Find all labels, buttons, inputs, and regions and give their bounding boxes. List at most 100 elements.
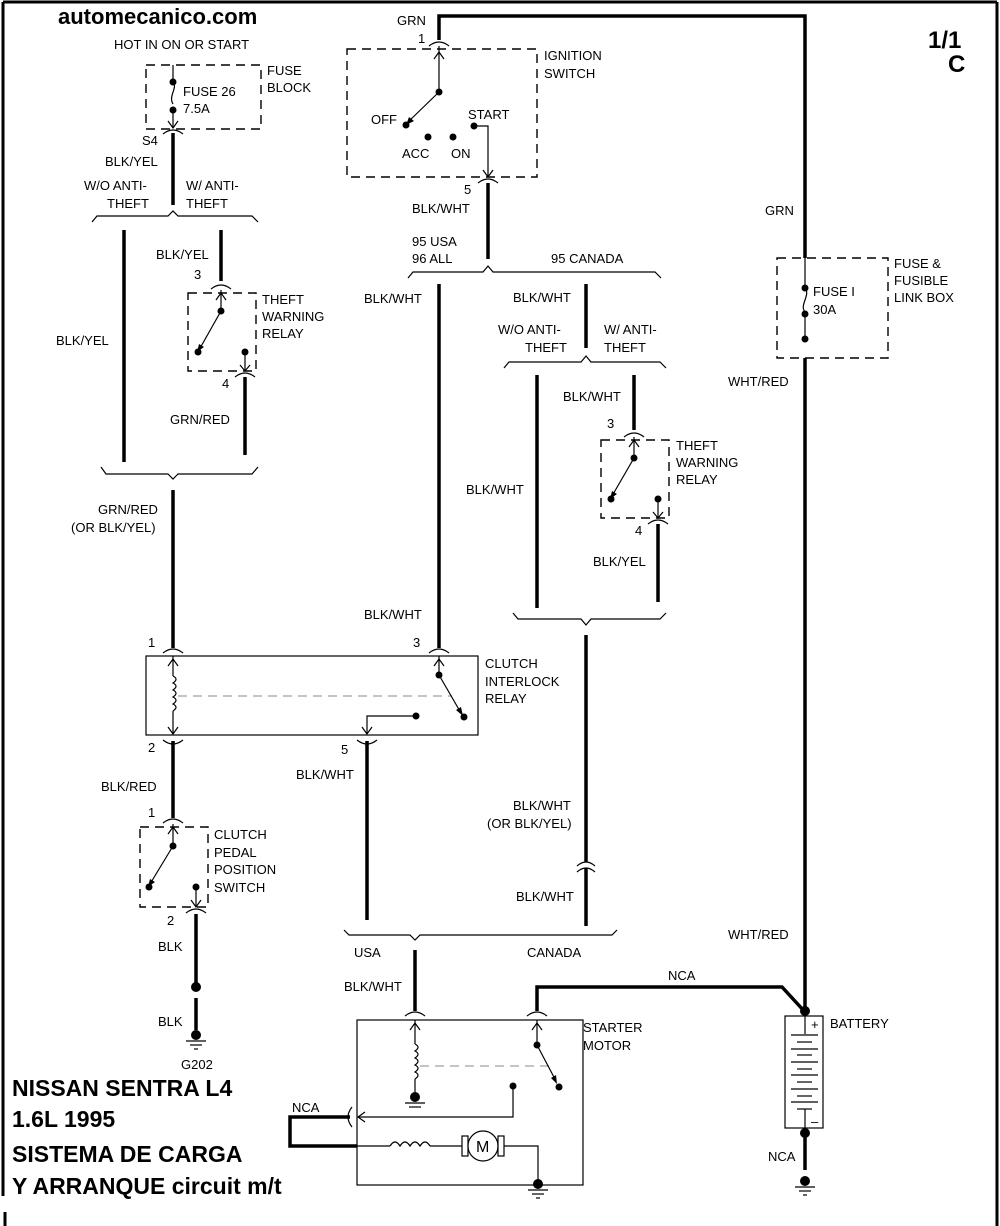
- svg-text:Y ARRANQUE circuit m/t: Y ARRANQUE circuit m/t: [12, 1173, 282, 1199]
- svg-text:BLK/WHT: BLK/WHT: [513, 798, 571, 813]
- svg-text:RELAY: RELAY: [262, 326, 304, 341]
- svg-text:1: 1: [148, 805, 155, 820]
- coil-icon: [413, 1043, 419, 1080]
- fusible-link-box: [776, 257, 889, 359]
- svg-text:BLK/YEL: BLK/YEL: [56, 333, 109, 348]
- splice-point: [191, 982, 201, 992]
- svg-text:7.5A: 7.5A: [183, 101, 210, 116]
- fuse-icon: [802, 287, 808, 313]
- splice-brace: [343, 929, 618, 941]
- svg-text:NCA: NCA: [768, 1149, 796, 1164]
- svg-text:THEFT: THEFT: [107, 196, 149, 211]
- svg-text:BLK/WHT: BLK/WHT: [513, 290, 571, 305]
- svg-text:SISTEMA DE CARGA: SISTEMA DE CARGA: [12, 1141, 242, 1167]
- svg-text:MOTOR: MOTOR: [583, 1038, 631, 1053]
- svg-text:2: 2: [148, 740, 155, 755]
- svg-text:–: –: [811, 1114, 819, 1129]
- svg-text:BLK/WHT: BLK/WHT: [364, 291, 422, 306]
- svg-text:NCA: NCA: [292, 1100, 320, 1115]
- svg-text:3: 3: [413, 635, 420, 650]
- svg-text:1: 1: [148, 635, 155, 650]
- wire-nca: [535, 985, 807, 1014]
- svg-text:3: 3: [194, 267, 201, 282]
- svg-text:WHT/RED: WHT/RED: [728, 374, 789, 389]
- svg-text:W/O ANTI-: W/O ANTI-: [498, 322, 561, 337]
- ignition-switch: [346, 41, 538, 184]
- svg-text:NCA: NCA: [668, 968, 696, 983]
- svg-text:FUSE I: FUSE I: [813, 284, 855, 299]
- svg-text:1.6L 1995: 1.6L 1995: [12, 1106, 115, 1132]
- svg-text:START: START: [468, 107, 509, 122]
- svg-text:CLUTCH: CLUTCH: [214, 827, 267, 842]
- ground-icon: [795, 1176, 815, 1196]
- ground-icon: [186, 1030, 206, 1050]
- wire-nca-loop: [288, 1115, 357, 1148]
- svg-text:3: 3: [607, 416, 614, 431]
- theft-warning-relay-left: [187, 284, 257, 378]
- svg-text:GRN: GRN: [397, 13, 426, 28]
- splice-brace: [512, 612, 667, 626]
- svg-text:BLK/YEL: BLK/YEL: [105, 154, 158, 169]
- svg-text:BLK/WHT: BLK/WHT: [466, 482, 524, 497]
- svg-text:WARNING: WARNING: [676, 455, 738, 470]
- svg-text:W/ ANTI-: W/ ANTI-: [186, 178, 239, 193]
- battery-label: BATTERY: [830, 1016, 889, 1031]
- svg-text:INTERLOCK: INTERLOCK: [485, 674, 560, 689]
- clutch-pedal-position-switch: [139, 818, 209, 914]
- field-winding-icon: [389, 1141, 431, 1148]
- battery: [784, 1015, 824, 1129]
- coil-icon: [171, 675, 177, 712]
- splice-brace: [91, 210, 259, 223]
- svg-text:BLK/WHT: BLK/WHT: [563, 389, 621, 404]
- fuse-block-label: FUSE: [267, 63, 302, 78]
- svg-text:THEFT: THEFT: [262, 292, 304, 307]
- svg-text:THEFT: THEFT: [525, 340, 567, 355]
- svg-text:BLK/YEL: BLK/YEL: [593, 554, 646, 569]
- svg-text:BLK: BLK: [158, 1014, 183, 1029]
- svg-text:USA: USA: [354, 945, 381, 960]
- svg-text:1: 1: [418, 31, 425, 46]
- fuse-icon: [170, 81, 176, 105]
- hot-in-label: HOT IN ON OR START: [114, 37, 249, 52]
- svg-text:S4: S4: [142, 133, 158, 148]
- site-title: automecanico.com: [58, 4, 257, 29]
- svg-text:GRN/RED: GRN/RED: [98, 502, 158, 517]
- page-letter: C: [948, 51, 965, 78]
- splice-brace: [503, 355, 667, 369]
- svg-text:2: 2: [167, 913, 174, 928]
- ignition-switch-label: IGNITION: [544, 48, 602, 63]
- svg-text:M: M: [476, 1139, 489, 1156]
- starter-motor-label: STARTER: [583, 1020, 642, 1035]
- wire-grn: [437, 14, 807, 258]
- clutch-interlock-relay-label: CLUTCH: [485, 656, 538, 671]
- svg-text:ACC: ACC: [402, 146, 429, 161]
- fuse-block: HOT IN ON OR START FUSE 26 7.5A FUSE BLO…: [114, 37, 311, 148]
- svg-text:FUSE 26: FUSE 26: [183, 84, 236, 99]
- svg-text:GRN/RED: GRN/RED: [170, 412, 230, 427]
- svg-text:OFF: OFF: [371, 112, 397, 127]
- svg-text:GRN: GRN: [765, 203, 794, 218]
- connector-icon: [162, 129, 184, 135]
- svg-text:BLOCK: BLOCK: [267, 80, 311, 95]
- svg-text:30A: 30A: [813, 302, 836, 317]
- svg-text:95 CANADA: 95 CANADA: [551, 251, 624, 266]
- ground-label: G202: [181, 1057, 213, 1072]
- svg-text:BLK: BLK: [158, 939, 183, 954]
- svg-text:BLK/RED: BLK/RED: [101, 779, 157, 794]
- svg-text:FUSIBLE: FUSIBLE: [894, 273, 949, 288]
- svg-text:(OR BLK/YEL): (OR BLK/YEL): [71, 520, 156, 535]
- svg-text:W/O ANTI-: W/O ANTI-: [84, 178, 147, 193]
- svg-text:BLK/WHT: BLK/WHT: [344, 979, 402, 994]
- page-number: 1/1: [928, 27, 961, 54]
- svg-text:+: +: [811, 1017, 819, 1032]
- svg-text:RELAY: RELAY: [676, 472, 718, 487]
- svg-text:BLK/YEL: BLK/YEL: [156, 247, 209, 262]
- svg-text:4: 4: [635, 523, 642, 538]
- svg-text:96 ALL: 96 ALL: [412, 251, 453, 266]
- clutch-interlock-relay: [145, 648, 479, 745]
- svg-text:WARNING: WARNING: [262, 309, 324, 324]
- svg-text:THEFT: THEFT: [604, 340, 646, 355]
- starter-motor: [347, 1011, 584, 1199]
- svg-text:W/ ANTI-: W/ ANTI-: [604, 322, 657, 337]
